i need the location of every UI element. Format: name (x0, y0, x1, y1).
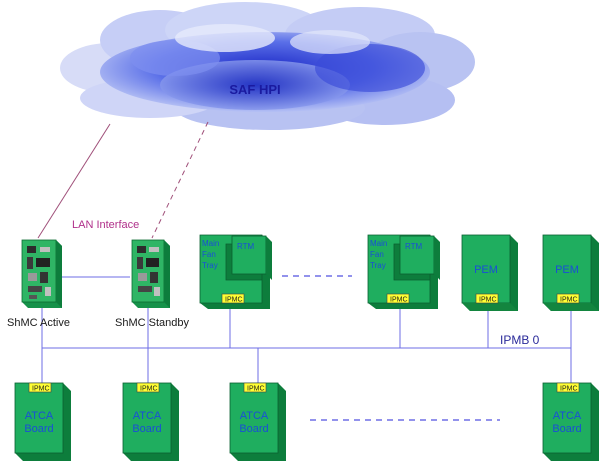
pem-module-2: PEM IPMC (542, 234, 599, 311)
lan-link-active (37, 123, 111, 239)
atca-board-4-label-line-1: ATCA (553, 410, 582, 422)
atca-board-1: IPMC ATCA Board (14, 382, 71, 461)
pem-1-ipmc-label: IPMC (479, 297, 497, 304)
cloud-label: SAF HPI (229, 82, 280, 97)
fan-tray-unit-2: Main Fan Tray RTM IPMC (367, 234, 440, 309)
pem-2-label: PEM (555, 264, 579, 276)
fan-tray-2-text-line-1: Main (370, 239, 387, 248)
atca-board-4-ipmc-label: IPMC (560, 386, 578, 393)
lan-link-standby (151, 121, 209, 239)
atca-board-2-ipmc-label: IPMC (140, 386, 158, 393)
atca-board-3: IPMC ATCA Board (229, 382, 286, 461)
shmc-active-card (21, 239, 62, 308)
fan-tray-1-text-line-1: Main (202, 239, 219, 248)
shmc-standby-label: ShMC Standby (115, 317, 189, 329)
atca-board-1-label-line-1: ATCA (25, 410, 54, 422)
atca-board-2: IPMC ATCA Board (122, 382, 179, 461)
atca-board-1-ipmc-label: IPMC (32, 386, 50, 393)
fan-tray-1-text-line-2: Fan (202, 250, 216, 259)
pem-module-1: PEM IPMC (461, 234, 518, 311)
atca-board-2-label-line-1: ATCA (133, 410, 162, 422)
rtm-1-label: RTM (237, 242, 255, 251)
saf-hpi-cloud: SAF HPI (60, 2, 475, 130)
atca-board-4-label-line-2: Board (552, 423, 581, 435)
fan-tray-1-ipmc-label: IPMC (225, 297, 243, 304)
atca-board-2-label-line-2: Board (132, 423, 161, 435)
ipmb-label: IPMB 0 (500, 333, 540, 347)
fan-tray-unit-1: Main Fan Tray RTM IPMC (199, 234, 272, 309)
pem-2-ipmc-label: IPMC (560, 297, 578, 304)
fan-tray-2-text-line-2: Fan (370, 250, 384, 259)
lan-interface-label: LAN Interface (72, 219, 139, 231)
atca-board-3-label-line-2: Board (239, 423, 268, 435)
fan-tray-1-text-line-3: Tray (202, 261, 218, 270)
atca-board-3-label-line-1: ATCA (240, 410, 269, 422)
shmc-active-label: ShMC Active (7, 317, 70, 329)
atca-board-4: IPMC ATCA Board (542, 382, 599, 461)
fan-tray-2-text-line-3: Tray (370, 261, 386, 270)
ipmb-bus (41, 276, 572, 383)
fan-tray-2-ipmc-label: IPMC (390, 297, 408, 304)
atca-board-1-label-line-2: Board (24, 423, 53, 435)
rtm-2-label: RTM (405, 242, 423, 251)
shmc-standby-card (131, 239, 170, 308)
atca-board-3-ipmc-label: IPMC (247, 386, 265, 393)
pem-1-label: PEM (474, 264, 498, 276)
